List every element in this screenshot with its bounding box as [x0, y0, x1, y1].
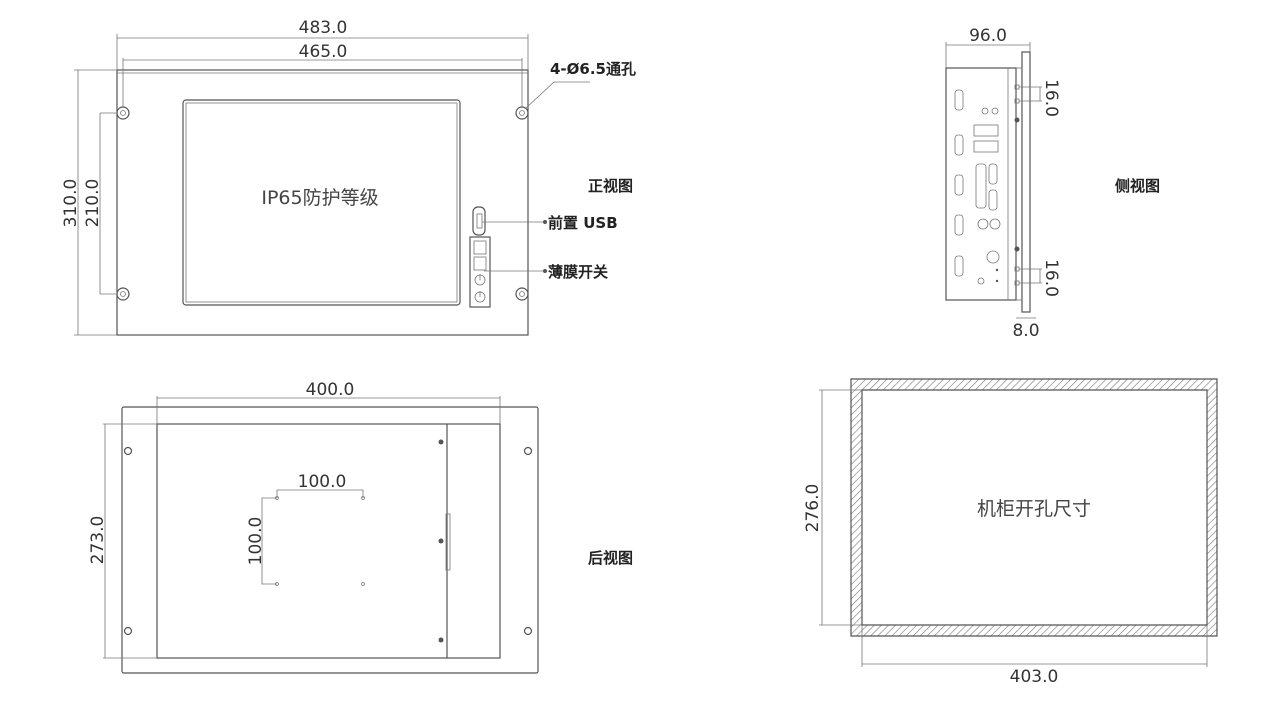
dim-cutout-height: 276.0	[803, 484, 823, 533]
dim-hole-spacing-bottom: 16.0	[1041, 259, 1061, 297]
rear-panel-outline	[121, 406, 539, 674]
side-view: 96.0 16.0 16.0 8.0 侧视图	[945, 26, 1160, 341]
usb-label: 前置 USB	[548, 214, 618, 232]
dim-body-width: 400.0	[306, 380, 355, 400]
dim-vesa-height: 100.0	[246, 517, 266, 566]
cabinet-cutout: 276.0 403.0 机柜开孔尺寸	[803, 378, 1218, 687]
chassis-side	[945, 67, 1017, 301]
membrane-label: 薄膜开关	[548, 263, 608, 281]
rear-view: 400.0 273.0 100.0 100.0 后视图	[88, 380, 633, 674]
membrane-switch-icon	[469, 236, 491, 308]
dim-vesa-width: 100.0	[298, 472, 347, 492]
dim-height-outer: 310.0	[61, 179, 81, 228]
dim-height-holes: 210.0	[83, 179, 103, 228]
front-view: 483.0 465.0 310.0 210.0 IP65防护等级 4-Ø6.5通…	[61, 18, 636, 336]
screen-area	[182, 99, 461, 306]
side-view-title: 侧视图	[1115, 177, 1160, 195]
io-ports-icon	[954, 84, 1020, 286]
rear-body	[156, 423, 501, 659]
dim-cutout-width: 403.0	[1010, 667, 1059, 687]
front-panel-edge	[1021, 51, 1031, 313]
front-panel-outline	[116, 69, 529, 336]
mounting-hole	[123, 446, 533, 636]
screen-label: IP65防护等级	[261, 187, 378, 209]
rear-view-title: 后视图	[588, 549, 633, 567]
usb-port-icon	[472, 206, 486, 236]
dim-panel-thickness: 8.0	[1012, 321, 1039, 341]
dim-width-outer: 483.0	[299, 18, 348, 38]
dim-hole-spacing-top: 16.0	[1041, 79, 1061, 117]
dim-depth: 96.0	[969, 26, 1007, 46]
hole-note: 4-Ø6.5通孔	[550, 60, 636, 78]
cutout-title: 机柜开孔尺寸	[977, 498, 1091, 520]
vesa-holes	[275, 496, 365, 586]
dim-width-holes: 465.0	[299, 42, 348, 62]
front-view-title: 正视图	[588, 177, 633, 195]
dim-body-height: 273.0	[88, 516, 108, 565]
